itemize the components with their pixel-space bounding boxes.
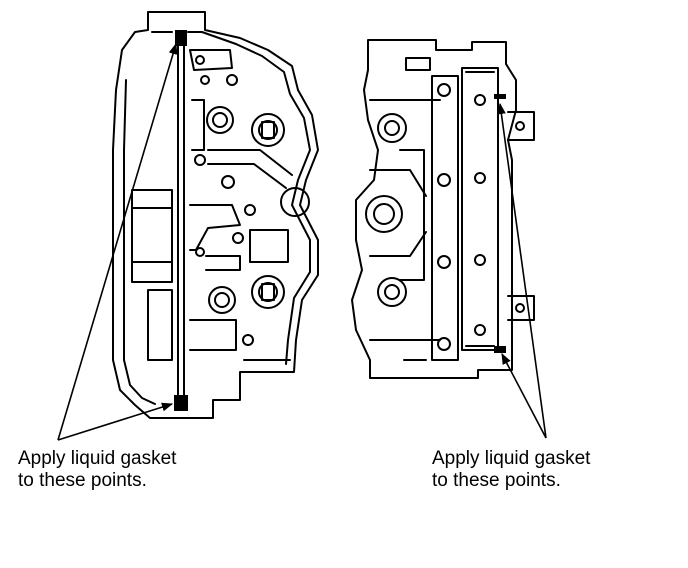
left-cover-ribs xyxy=(189,49,293,361)
left-upper-sealant-point xyxy=(175,30,187,46)
right-cover-details xyxy=(365,57,431,361)
right-cover-outline xyxy=(351,39,517,379)
right-leader-arrow-lower xyxy=(501,353,547,439)
right-leader-arrow-upper xyxy=(496,102,547,439)
left-leader-arrow-upper xyxy=(57,42,178,441)
left-callout-caption: Apply liquid gasket to these points. xyxy=(18,448,176,492)
left-leader-arrow-lower xyxy=(57,402,174,441)
left-callout-line1: Apply liquid gasket xyxy=(18,448,177,469)
sealant-point-markers xyxy=(174,30,506,411)
left-callout-line2: to these points. xyxy=(18,470,147,491)
left-lower-sealant-point xyxy=(174,395,188,411)
left-cover-outline xyxy=(112,11,319,419)
right-upper-sealant-point xyxy=(494,94,506,99)
right-lower-sealant-point xyxy=(494,346,506,353)
left-cover-bosses xyxy=(194,55,310,346)
right-callout-line1: Apply liquid gasket xyxy=(432,448,591,469)
right-callout-line2: to these points. xyxy=(432,470,561,491)
right-cover-plate xyxy=(431,67,535,361)
right-callout-caption: Apply liquid gasket to these points. xyxy=(432,448,590,492)
